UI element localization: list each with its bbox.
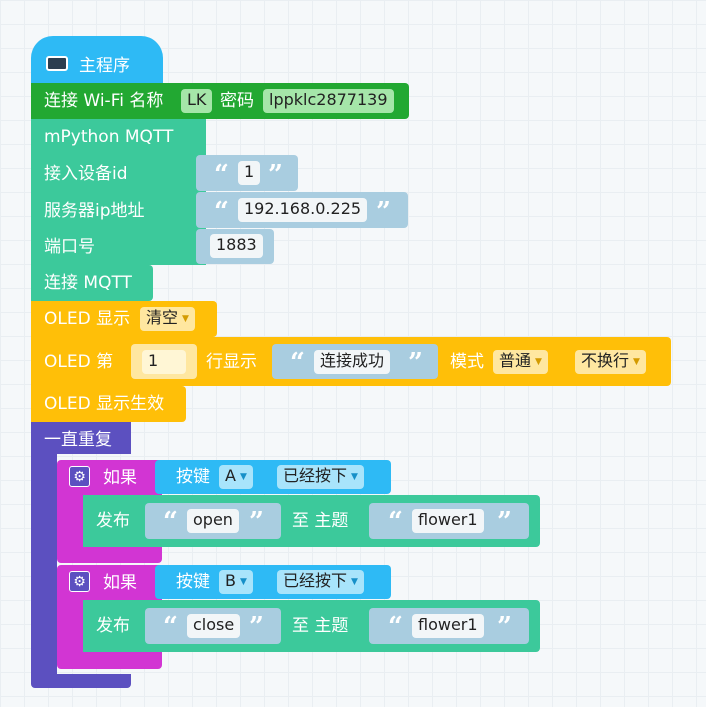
oled-mode-dropdown[interactable]: 普通▼ — [493, 350, 548, 374]
mqtt-header: mPython MQTT — [44, 127, 174, 147]
forever-loop-bottom — [31, 674, 131, 688]
if-b-label: 如果 — [103, 573, 137, 593]
oled-clear-label: OLED 显示 — [44, 309, 131, 329]
quote-open-icon: “ — [163, 507, 178, 537]
dropdown-arrow-icon: ▼ — [633, 356, 640, 367]
if-b-button-dropdown[interactable]: B▼ — [219, 570, 253, 594]
quote-close-icon: ” — [249, 507, 264, 537]
forever-loop-block[interactable] — [31, 422, 131, 454]
wifi-password-label: 密码 — [220, 91, 254, 111]
oled-line-number-field[interactable]: 1 — [142, 350, 186, 374]
oled-line-label: OLED 第 — [44, 352, 114, 372]
quote-close-icon: ” — [497, 612, 512, 642]
mqtt-connect-label: 连接 MQTT — [44, 273, 132, 293]
if-a-bottom — [57, 547, 162, 563]
dropdown-arrow-icon: ▼ — [351, 576, 358, 587]
quote-close-icon: ” — [249, 612, 264, 642]
dropdown-arrow-icon: ▼ — [351, 471, 358, 482]
wifi-password-field[interactable]: lppklc2877139 — [263, 89, 394, 113]
quote-open-icon: “ — [388, 612, 403, 642]
publish-b-message-field[interactable]: close — [187, 614, 241, 638]
quote-open-icon: “ — [290, 348, 305, 378]
if-a-state-dropdown[interactable]: 已经按下▼ — [277, 465, 364, 489]
quote-close-icon: ” — [268, 160, 283, 190]
if-a-label: 如果 — [103, 468, 137, 488]
oled-row-show-label: 行显示 — [206, 352, 257, 372]
quote-open-icon: “ — [214, 197, 229, 227]
publish-a-message-field[interactable]: open — [187, 509, 239, 533]
forever-loop-arm — [31, 454, 57, 674]
device-id-field[interactable]: 1 — [238, 161, 261, 185]
server-ip-field[interactable]: 192.168.0.225 — [238, 198, 368, 222]
if-b-button-label: 按键 — [176, 572, 210, 592]
oled-text-field[interactable]: 连接成功 — [314, 350, 391, 374]
quote-close-icon: ” — [497, 507, 512, 537]
if-b-state-dropdown[interactable]: 已经按下▼ — [277, 570, 364, 594]
microcontroller-icon — [46, 56, 68, 71]
publish-a-topic-field[interactable]: flower1 — [412, 509, 484, 533]
oled-mode-label: 模式 — [450, 352, 484, 372]
quote-open-icon: “ — [214, 160, 229, 190]
oled-wrap-dropdown[interactable]: 不换行▼ — [575, 350, 646, 374]
publish-b-label: 发布 — [96, 616, 130, 636]
forever-loop-label: 一直重复 — [44, 430, 112, 450]
dropdown-arrow-icon: ▼ — [182, 313, 189, 324]
main-program-title: 主程序 — [79, 56, 130, 76]
dropdown-arrow-icon: ▼ — [239, 576, 247, 587]
oled-clear-dropdown[interactable]: 清空▼ — [140, 307, 195, 331]
if-a-button-label: 按键 — [176, 467, 210, 487]
mqtt-connect-block[interactable] — [31, 265, 153, 301]
wifi-ssid-field[interactable]: LK — [181, 89, 213, 113]
publish-a-topic-label: 至 主题 — [292, 511, 349, 531]
oled-apply-block[interactable] — [31, 386, 186, 422]
if-a-button-dropdown[interactable]: A▼ — [219, 465, 253, 489]
quote-open-icon: “ — [388, 507, 403, 537]
publish-b-topic-label: 至 主题 — [292, 616, 349, 636]
if-a-arm — [57, 495, 83, 547]
port-label: 端口号 — [44, 237, 95, 257]
device-id-label: 接入设备id — [44, 164, 128, 184]
if-b-bottom — [57, 652, 162, 669]
gear-icon[interactable]: ⚙ — [69, 571, 90, 592]
quote-close-icon: ” — [408, 348, 423, 378]
oled-apply-label: OLED 显示生效 — [44, 394, 165, 414]
port-field[interactable]: 1883 — [210, 234, 263, 258]
mqtt-setup-block[interactable] — [31, 119, 206, 265]
gear-icon[interactable]: ⚙ — [69, 466, 90, 487]
dropdown-arrow-icon: ▼ — [535, 356, 542, 367]
server-ip-label: 服务器ip地址 — [44, 201, 145, 221]
quote-close-icon: ” — [376, 197, 391, 227]
if-b-arm — [57, 600, 83, 652]
dropdown-arrow-icon: ▼ — [239, 471, 247, 482]
publish-a-label: 发布 — [96, 511, 130, 531]
quote-open-icon: “ — [163, 612, 178, 642]
publish-b-topic-field[interactable]: flower1 — [412, 614, 484, 638]
wifi-connect-label: 连接 Wi-Fi 名称 — [44, 91, 164, 111]
